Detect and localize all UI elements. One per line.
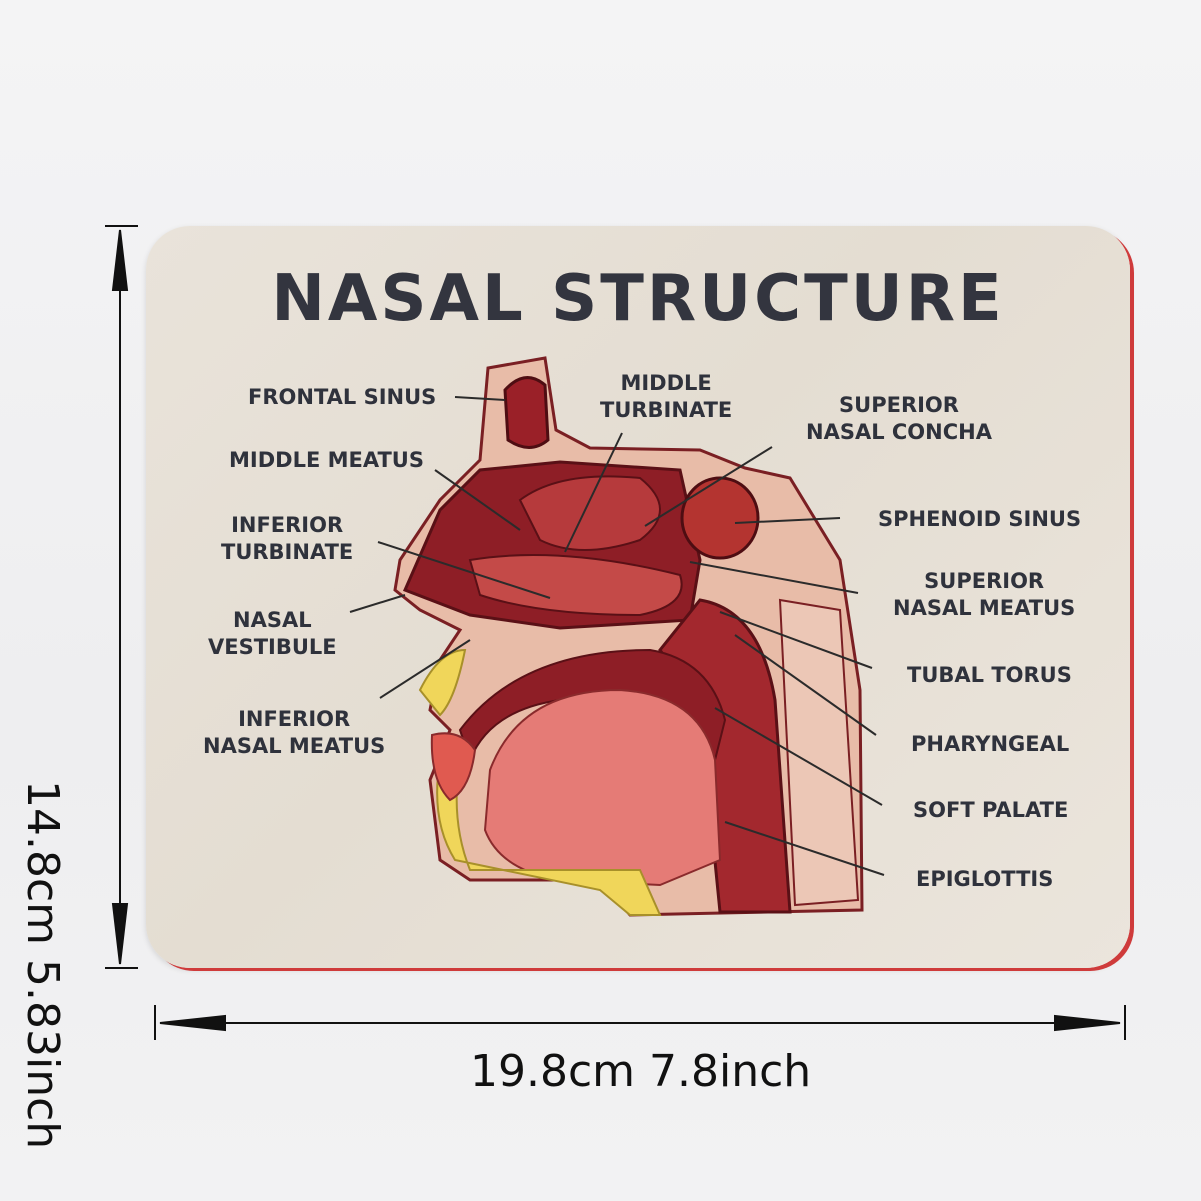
leader-lines (349, 396, 885, 876)
label-tubal-torus: TUBAL TORUS (907, 663, 1072, 687)
width-dimension-arrow (154, 1005, 1126, 1040)
tongue-shape (483, 688, 722, 887)
upper-lip (418, 648, 467, 717)
sphenoid-sinus-shape (680, 476, 760, 560)
label-inferior-turbinate: INFERIOR TURBINATE (221, 513, 354, 564)
height-dimension-text: 14.8cm 5.83inch (17, 780, 68, 1150)
middle-turbinate-shape (518, 475, 661, 551)
label-soft-palate: SOFT PALATE (913, 798, 1069, 822)
label-superior-nasal-concha: SUPERIOR NASAL CONCHA (806, 393, 992, 444)
label-middle-turbinate: MIDDLE TURBINATE (600, 371, 733, 422)
width-dimension-text: 19.8cm 7.8inch (470, 1046, 812, 1097)
label-superior-nasal-meatus: SUPERIOR NASAL MEATUS (893, 569, 1076, 620)
label-inferior-nasal-meatus: INFERIOR NASAL MEATUS (203, 707, 386, 758)
label-middle-meatus: MIDDLE MEATUS (229, 448, 424, 472)
label-pharyngeal: PHARYNGEAL (911, 732, 1070, 756)
frontal-sinus-shape (503, 376, 550, 449)
mouth-roof (458, 648, 727, 763)
label-sphenoid-sinus: SPHENOID SINUS (878, 507, 1082, 531)
page-title: NASAL STRUCTURE (271, 262, 1005, 336)
inferior-turbinate-shape (468, 554, 683, 617)
lower-lip (430, 732, 477, 802)
height-dimension-arrow (105, 225, 138, 969)
label-nasal-vestibule: NASAL VESTIBULE (208, 608, 337, 659)
label-frontal-sinus: FRONTAL SINUS (248, 385, 437, 409)
label-epiglottis: EPIGLOTTIS (916, 867, 1054, 891)
spine-shape (778, 598, 860, 907)
